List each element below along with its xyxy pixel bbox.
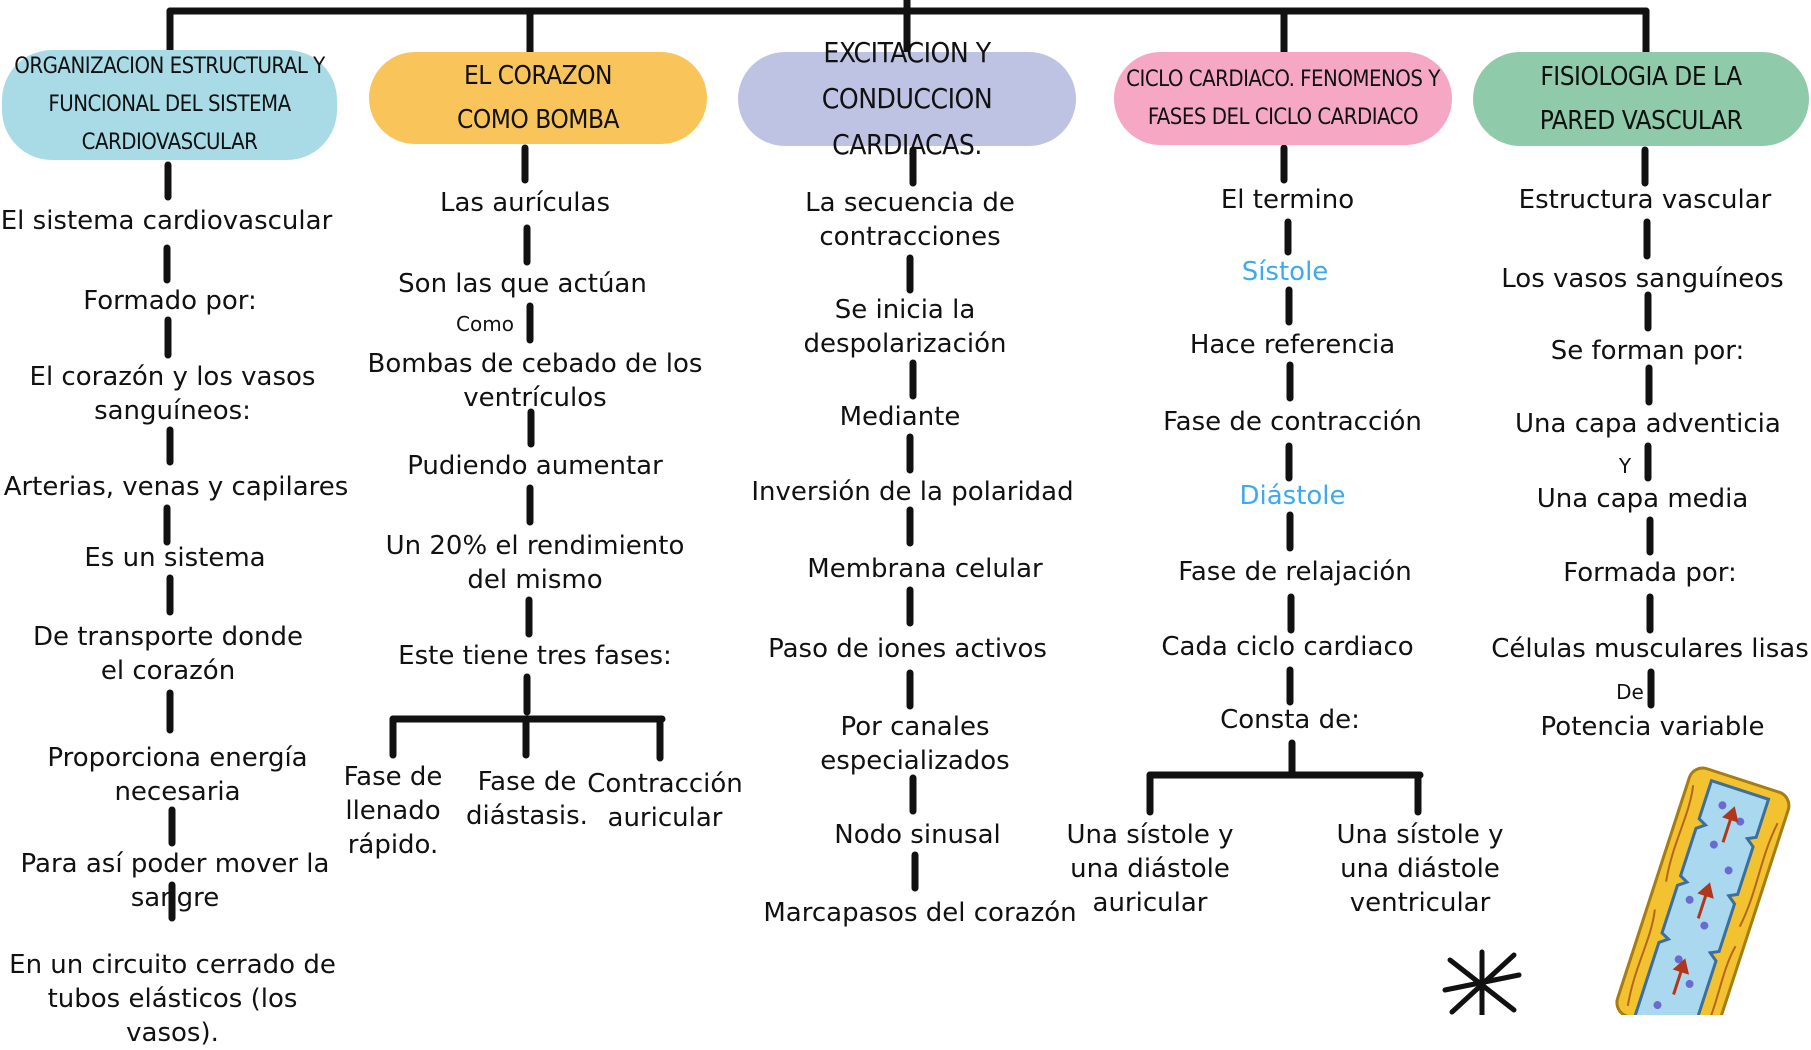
col1-node: El corazón y los vasos sanguíneos: xyxy=(29,362,316,426)
col4-node: Fase de contracción xyxy=(1163,407,1422,437)
col5-node: Una capa adventicia xyxy=(1515,409,1781,439)
col5-node: Los vasos sanguíneos xyxy=(1501,264,1784,294)
col3-node: Membrana celular xyxy=(807,554,1043,584)
col4-node: Consta de: xyxy=(1220,705,1360,735)
col5-node: Estructura vascular xyxy=(1518,185,1772,215)
header-corazon-bomba: EL CORAZON COMO BOMBA xyxy=(369,52,707,144)
col1-node: De transporte donde el corazón xyxy=(32,622,304,686)
blood-vessel-illustration xyxy=(1615,766,1791,1015)
col2-node: Son las que actúan xyxy=(398,269,647,299)
col2-connector-label: Como xyxy=(456,312,514,336)
col5-node: Una capa media xyxy=(1536,484,1749,514)
col3-node: La secuencia de contracciones xyxy=(805,188,1015,252)
col5-connector-label: Y xyxy=(1618,454,1632,478)
col1-node: Arterias, venas y capilares xyxy=(3,472,349,502)
col3-node: Marcapasos del corazón xyxy=(763,898,1077,928)
col1-node: Formado por: xyxy=(83,286,257,316)
asterisk-star-icon xyxy=(1442,949,1522,1015)
col3-node: Nodo sinusal xyxy=(834,820,1001,850)
header-ciclo-cardiaco: CICLO CARDIACO. FENOMENOS Y FASES DEL CI… xyxy=(1114,52,1452,145)
header-pared-vascular: FISIOLOGIA DE LA PARED VASCULAR xyxy=(1473,52,1809,146)
col5-node: Potencia variable xyxy=(1540,712,1765,742)
col4-node: Cada ciclo cardiaco xyxy=(1161,632,1414,662)
col3-node: Paso de iones activos xyxy=(768,634,1047,664)
col5-connector-label: De xyxy=(1616,680,1644,704)
col4-node-diastole: Diástole xyxy=(1239,481,1346,511)
col1-node: Proporciona energía necesaria xyxy=(47,743,308,807)
col1-node: Es un sistema xyxy=(84,543,266,573)
col2-phase: Contracción auricular xyxy=(587,769,743,833)
col1-node: Para así poder mover la sangre xyxy=(20,849,330,913)
col2-node: Un 20% el rendimiento del mismo xyxy=(385,531,685,595)
col4-node: Fase de relajación xyxy=(1178,557,1412,587)
col3-node: Por canales especializados xyxy=(820,712,1010,776)
col3-node: Se inicia la despolarización xyxy=(803,295,1007,359)
col2-node: Pudiendo aumentar xyxy=(407,451,663,481)
col4-branch: Una sístole y una diástole ventricular xyxy=(1336,820,1504,918)
col1-node: En un circuito cerrado de tubos elástico… xyxy=(9,950,336,1048)
col3-node: Mediante xyxy=(839,402,961,432)
connector-lines xyxy=(163,0,1791,1015)
col4-node: El termino xyxy=(1220,185,1355,215)
col2-node: Este tiene tres fases: xyxy=(398,641,672,671)
col4-node-sistole: Sístole xyxy=(1241,257,1329,287)
header-excitacion: EXCITACION Y CONDUCCION CARDIACAS. xyxy=(738,36,1076,161)
col1-node: El sistema cardiovascular xyxy=(0,206,333,236)
col4-node: Hace referencia xyxy=(1189,330,1396,360)
header-organizacion: ORGANIZACION ESTRUCTURAL Y FUNCIONAL DEL… xyxy=(2,50,337,160)
col2-node: Bombas de cebado de los ventrículos xyxy=(367,349,703,413)
col2-phase: Fase de diástasis. xyxy=(466,767,588,831)
col2-node: Las aurículas xyxy=(439,188,611,218)
col5-node: Se forman por: xyxy=(1550,336,1745,366)
col5-node: Células musculares lisas xyxy=(1491,634,1809,664)
col4-branch: Una sístole y una diástole auricular xyxy=(1066,820,1234,918)
col5-node: Formada por: xyxy=(1563,558,1737,588)
col3-node: Inversión de la polaridad xyxy=(751,477,1074,507)
col2-phase: Fase de llenado rápido. xyxy=(343,762,443,860)
